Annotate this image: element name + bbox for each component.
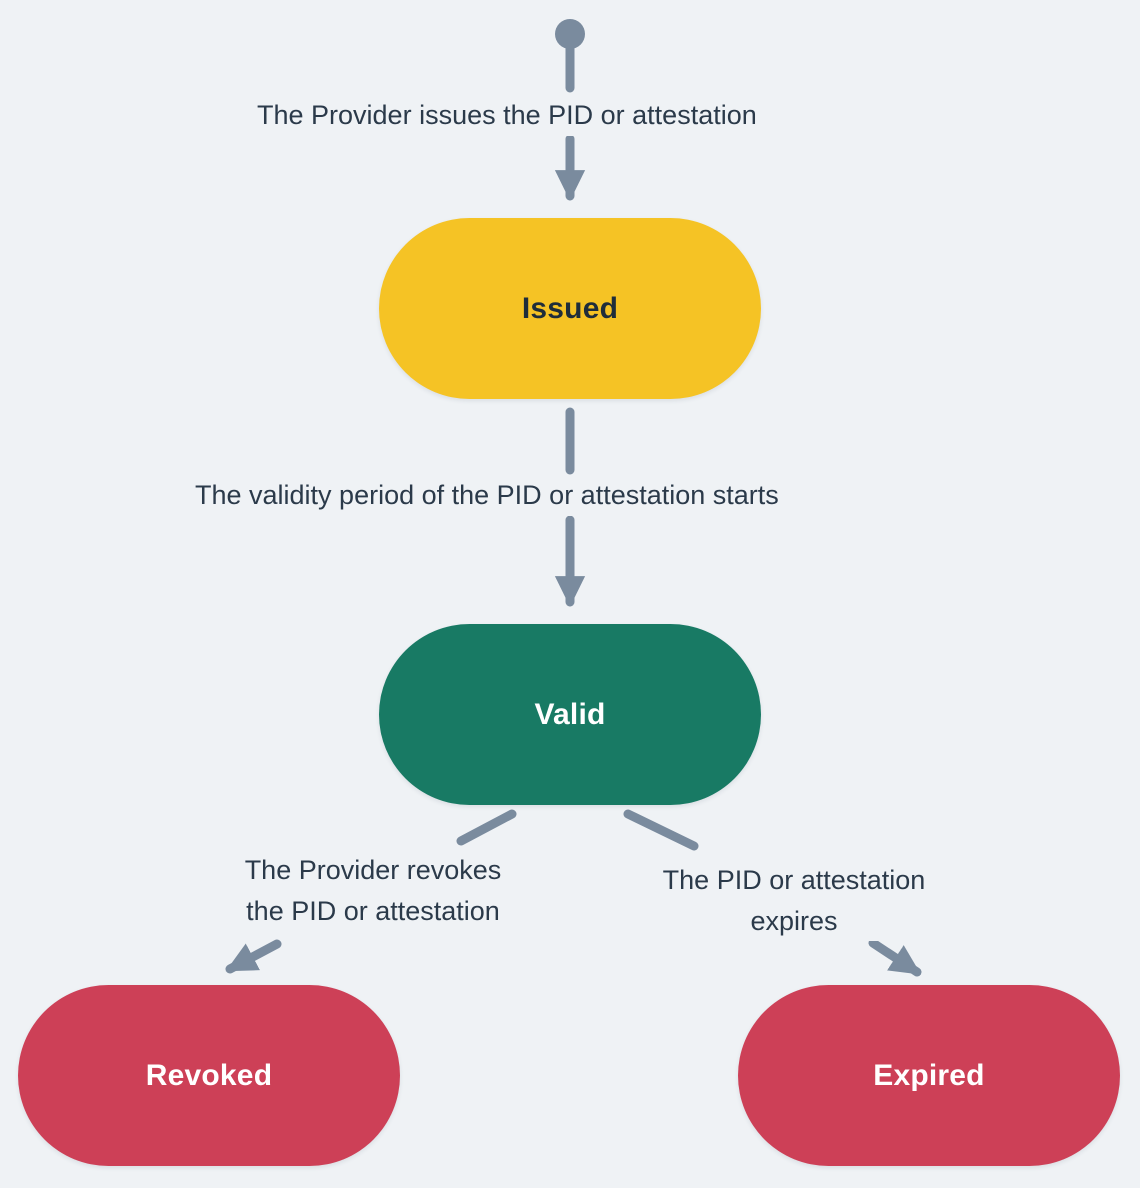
edge-label-line-2: expires bbox=[750, 905, 838, 936]
edge-valid-to-revoked bbox=[225, 809, 517, 974]
edge-label-valid-to-expired: The PID or attestation expires bbox=[617, 860, 971, 941]
state-label-expired: Expired bbox=[873, 1058, 985, 1092]
edge-label-start-to-issued: The Provider issues the PID or attestati… bbox=[251, 95, 763, 136]
edge-label-issued-to-valid: The validity period of the PID or attest… bbox=[189, 475, 785, 516]
state-label-revoked: Revoked bbox=[145, 1058, 273, 1092]
edge-label-valid-to-revoked: The Provider revokes the PID or attestat… bbox=[197, 850, 549, 931]
state-node-valid[interactable]: Valid bbox=[379, 624, 761, 805]
edge-label-line-1: The PID or attestation bbox=[662, 865, 926, 895]
state-node-expired[interactable]: Expired bbox=[738, 985, 1120, 1166]
state-label-valid: Valid bbox=[534, 697, 606, 731]
edge-label-line-2: the PID or attestation bbox=[246, 895, 500, 926]
edge-label-line-1: The Provider revokes bbox=[244, 855, 502, 885]
state-node-issued[interactable]: Issued bbox=[379, 218, 761, 399]
edge-valid-to-expired bbox=[623, 809, 922, 977]
state-node-revoked[interactable]: Revoked bbox=[18, 985, 400, 1166]
state-label-issued: Issued bbox=[521, 291, 619, 325]
start-node bbox=[555, 19, 585, 93]
